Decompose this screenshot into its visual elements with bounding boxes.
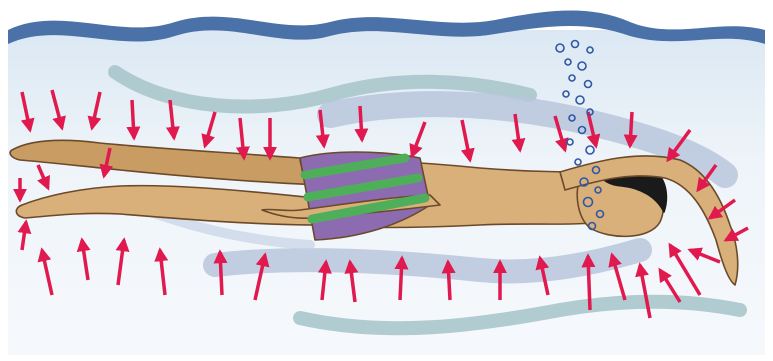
pressure-arrow-icon bbox=[588, 256, 590, 310]
pressure-arrow-icon bbox=[630, 112, 632, 146]
pressure-arrow-icon bbox=[132, 100, 134, 138]
pressure-arrow-icon bbox=[448, 262, 450, 300]
pressure-arrow-icon bbox=[360, 106, 362, 140]
pressure-arrow-icon bbox=[220, 252, 222, 295]
pressure-arrow-icon bbox=[400, 258, 402, 300]
